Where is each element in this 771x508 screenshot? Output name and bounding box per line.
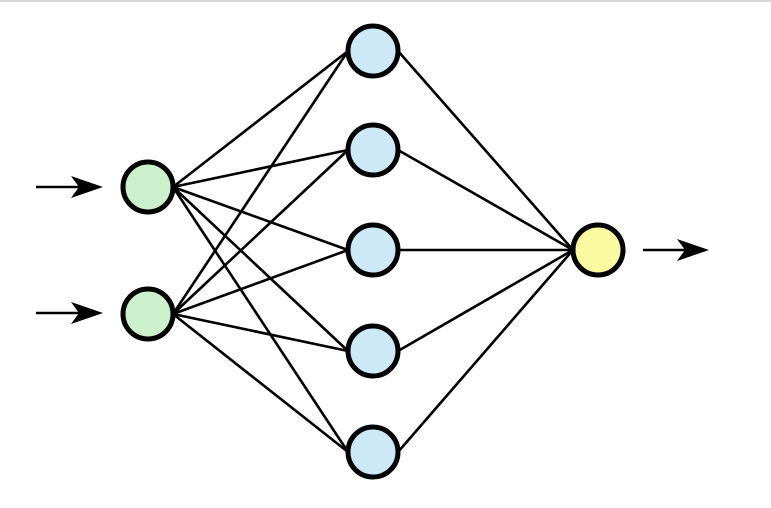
hidden-node-3 — [345, 222, 401, 278]
edge-i2-h1 — [171, 49, 350, 316]
edge-i2-h5 — [171, 312, 350, 454]
edge-h4-o1 — [396, 248, 575, 353]
edge-h1-o1 — [396, 49, 575, 252]
input-node-1 — [120, 159, 176, 215]
input-arrow-2-head — [71, 302, 103, 324]
hidden-node-2 — [345, 122, 401, 178]
edge-h5-o1 — [396, 248, 575, 454]
edge-i2-h3 — [171, 248, 350, 316]
edge-i2-h2 — [171, 148, 350, 316]
edge-i2-h4 — [171, 312, 350, 353]
output-node-1 — [570, 222, 626, 278]
hidden-node-1 — [345, 23, 401, 79]
edge-i1-h3 — [171, 185, 350, 252]
input-node-2 — [120, 286, 176, 342]
input-arrow-1-head — [71, 176, 103, 198]
output-arrow-head — [677, 239, 709, 261]
top-border-line — [0, 0, 771, 2]
hidden-node-4 — [345, 323, 401, 379]
hidden-node-5 — [345, 424, 401, 480]
edge-i1-h1 — [171, 49, 350, 189]
edge-i1-h2 — [171, 148, 350, 189]
edge-i1-h5 — [171, 185, 350, 454]
edge-h2-o1 — [396, 148, 575, 252]
edge-i1-h4 — [171, 185, 350, 353]
